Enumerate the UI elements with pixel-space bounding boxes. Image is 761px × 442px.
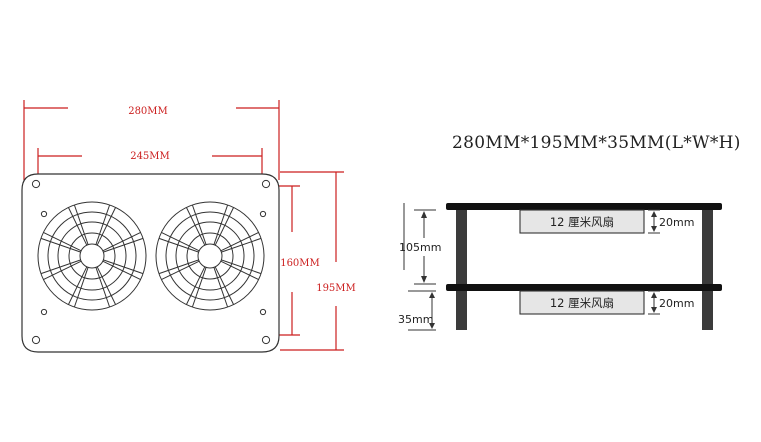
mounting-hole-icon [31,335,41,345]
fan-screw-hole-icon [40,308,48,316]
mounting-holes [31,179,271,345]
lower-fan-label: 12 厘米风扇 [550,296,614,310]
arrow-up-icon [651,211,657,217]
panel-outline [21,173,280,353]
fan-grills [37,201,265,311]
fan-grill-icon [155,201,265,311]
outer-width-label: 280MM [128,106,168,117]
fan-screw-hole-icon [40,210,48,218]
dimensions-title: 280MM*195MM*35MM(L*W*H) [452,133,741,153]
lower-fan-height-label: 20mm [659,297,694,310]
hole-spacing-label: 245MM [130,151,170,162]
upper-fan-height-label: 20mm [659,216,694,229]
inner-height-label: 160MM [280,258,320,269]
bottom-gap-label: 35mm [398,313,433,326]
upper-shelf-board [446,203,722,210]
arrow-down-icon [421,276,427,283]
fan-panel-view: 280MM 245MM 160MM 195MM [21,100,356,353]
arrow-up-icon [429,292,435,298]
lower-fan-box [519,290,645,315]
arrow-down-icon [651,307,657,313]
mounting-hole-icon [261,335,271,345]
arrow-down-icon [429,323,435,329]
arrow-down-icon [651,226,657,232]
mounting-hole-icon [261,179,271,189]
dimension-arrows [421,211,657,329]
upper-fan-label: 12 厘米风扇 [550,215,614,229]
outer-height-label: 195MM [316,283,356,294]
left-post [456,210,467,330]
lower-shelf-board [446,284,722,291]
shelf-side-view: 12 厘米风扇 12 厘米风扇 [398,203,722,331]
fan-screw-hole-icon [259,210,267,218]
fan-grill-icon [37,201,147,311]
arrow-up-icon [421,211,427,218]
fan-screw-hole-icon [259,308,267,316]
upper-fan-box [519,209,645,234]
shelf-gap-label: 105mm [399,241,441,254]
mounting-hole-icon [31,179,41,189]
dimension-lines [23,100,344,351]
arrow-up-icon [651,292,657,298]
right-post [702,210,713,330]
